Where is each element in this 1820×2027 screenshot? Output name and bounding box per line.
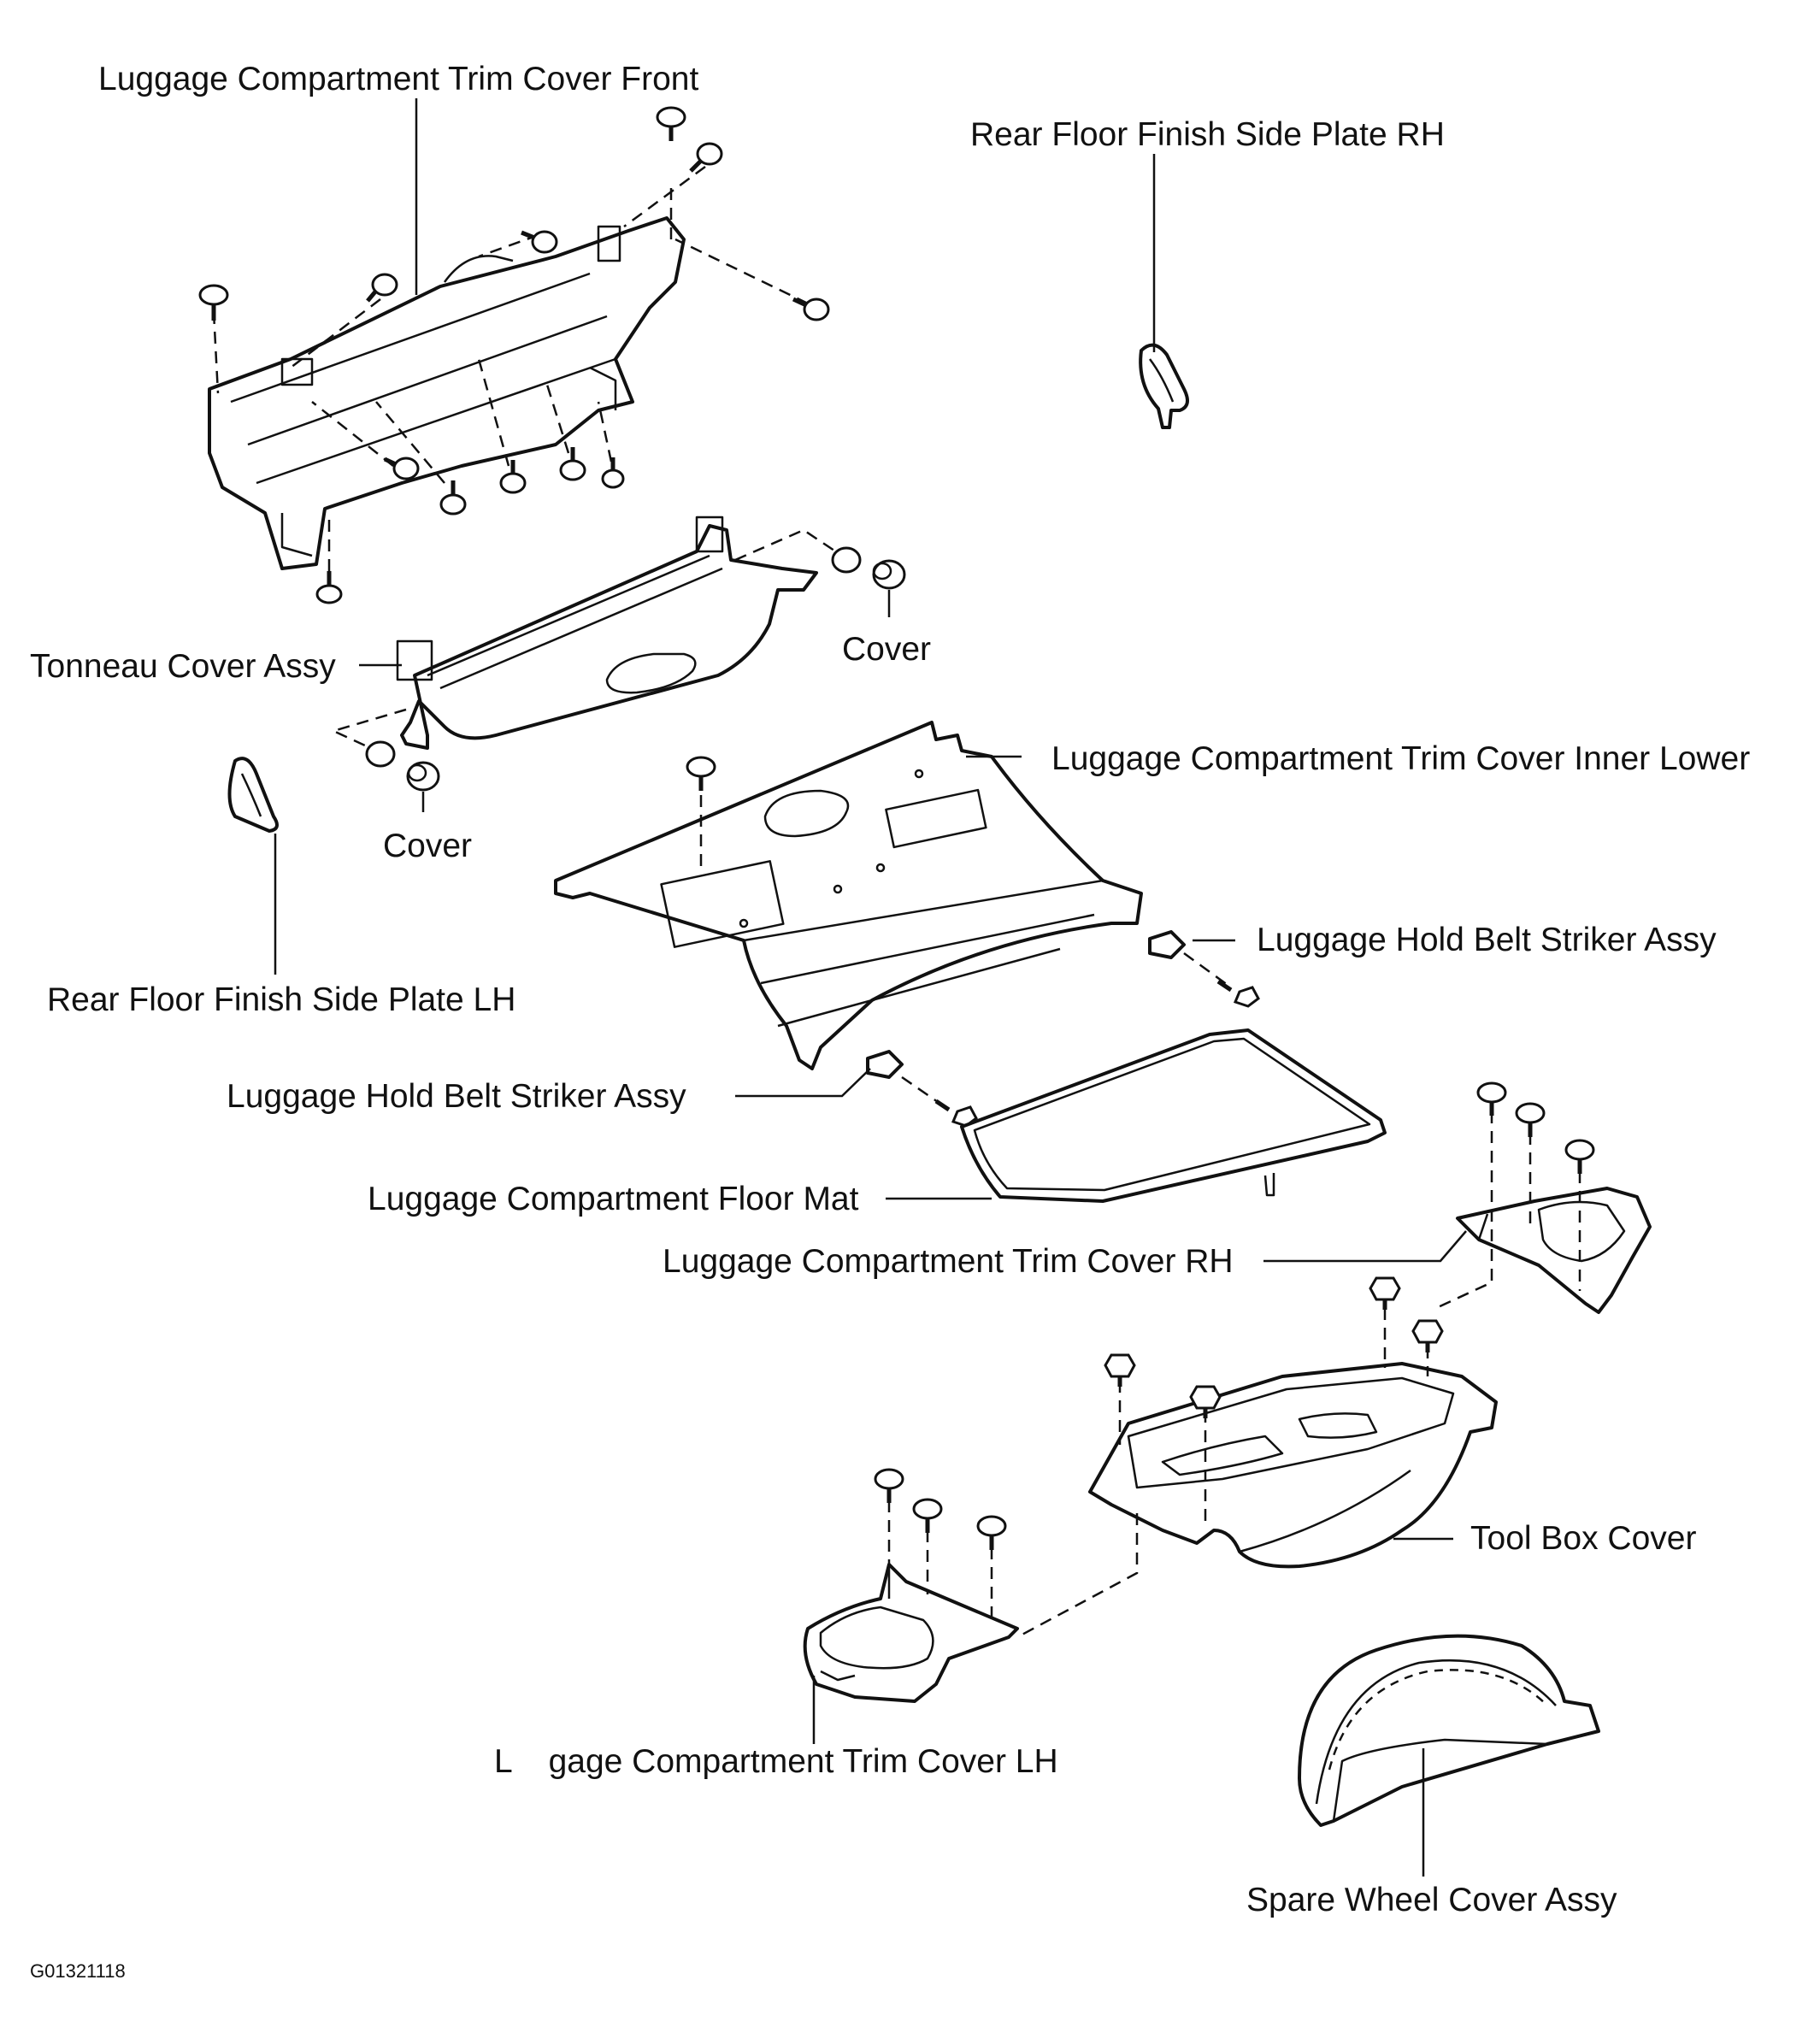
label-side-plate-lh: Rear Floor Finish Side Plate LH <box>47 981 515 1018</box>
part-side-plate-rh <box>1139 343 1189 429</box>
clip-trim-cover-inner-lower <box>686 756 716 868</box>
leader-hold-belt-striker-left <box>735 1068 871 1098</box>
part-spare-wheel-cover <box>1298 1634 1600 1827</box>
label-spare-wheel-cover: Spare Wheel Cover Assy <box>1246 1882 1617 1918</box>
part-floor-mat <box>960 1028 1387 1203</box>
label-trim-cover-inner-lower: Luggage Compartment Trim Cover Inner Low… <box>1051 740 1750 777</box>
part-trim-cover-lh <box>803 1563 1019 1703</box>
part-side-plate-lh <box>227 757 279 833</box>
figure-code: G01321118 <box>30 1960 126 1982</box>
part-hold-belt-striker-left <box>866 1050 978 1128</box>
label-tool-box-cover: Tool Box Cover <box>1470 1520 1696 1557</box>
clips-trim-cover-rh <box>1435 1081 1595 1310</box>
part-trim-cover-rh <box>1456 1187 1652 1314</box>
label-trim-cover-lh: L gage Compartment Trim Cover LH <box>494 1743 1058 1780</box>
part-hold-belt-striker-right <box>1148 930 1260 1008</box>
clips-trim-cover-front <box>198 106 830 604</box>
clips-tonneau-cover <box>330 528 906 792</box>
label-tonneau-cover: Tonneau Cover Assy <box>30 648 336 685</box>
part-trim-cover-inner-lower <box>554 721 1143 1070</box>
label-cover-left: Cover <box>383 828 472 864</box>
label-hold-belt-striker-right: Luggage Hold Belt Striker Assy <box>1257 922 1717 958</box>
clips-trim-cover-lh <box>874 1468 1007 1620</box>
part-tonneau-cover <box>396 516 818 750</box>
label-hold-belt-striker-left: Luggage Hold Belt Striker Assy <box>227 1078 686 1115</box>
part-tool-box-cover <box>1088 1362 1498 1569</box>
part-trim-cover-front <box>208 216 686 570</box>
clips-tool-box-cover <box>1016 1276 1444 1639</box>
label-floor-mat: Luggage Compartment Floor Mat <box>368 1181 859 1217</box>
label-trim-cover-rh: Luggage Compartment Trim Cover RH <box>663 1243 1234 1280</box>
label-trim-cover-front: Luggage Compartment Trim Cover Front <box>98 61 698 97</box>
label-cover-right: Cover <box>842 631 931 668</box>
label-side-plate-rh: Rear Floor Finish Side Plate RH <box>970 116 1445 153</box>
leader-trim-cover-rh <box>1263 1230 1467 1263</box>
